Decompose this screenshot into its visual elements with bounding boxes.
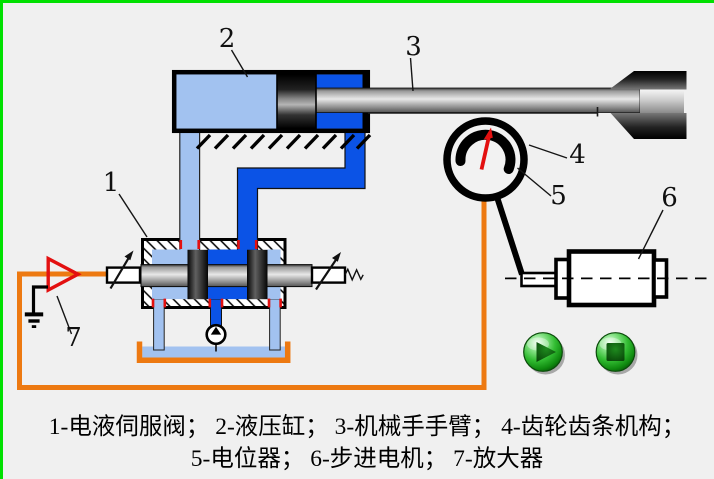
pipe-left [179, 130, 201, 252]
valve-actuator-right [310, 266, 347, 284]
gripper-jaw-bottom [610, 113, 687, 139]
leader-4 [528, 144, 568, 159]
pump-arrow [210, 326, 222, 335]
caption-line-2: 5-电位器； 6-步进电机； 7-放大器 [190, 446, 544, 472]
valve-arrow-left-head [124, 250, 134, 261]
callout-1: 1 [103, 168, 120, 198]
play-button[interactable] [523, 332, 565, 375]
border-top [0, 0, 714, 3]
valve-port-marks [151, 240, 282, 308]
border-left [0, 0, 3, 479]
caption-line-1: 1-电液伺服阀； 2-液压缸； 3-机械手手臂； 4-齿轮齿条机构； [48, 414, 686, 440]
rack-line [368, 107, 599, 117]
ground-lead [31, 285, 48, 313]
valve-drain-right [269, 298, 281, 351]
stop-icon [606, 343, 625, 361]
gripper-notch [640, 89, 684, 113]
valve-spool [140, 264, 313, 288]
amplifier-symbol [24, 255, 82, 328]
pinion-potentiometer-dial [443, 117, 528, 202]
leader-1 [118, 193, 148, 238]
dial-needle [479, 133, 492, 170]
dial-needle-head [483, 127, 493, 140]
callout-2: 2 [219, 24, 236, 54]
manipulator-arm [276, 71, 687, 139]
stepper-motor-assembly [493, 194, 713, 308]
tank-oil [142, 346, 286, 358]
valve-supply-pipe [210, 298, 222, 327]
leader-6 [637, 209, 664, 260]
amplifier-triangle [46, 255, 82, 293]
stop-button[interactable] [595, 332, 638, 375]
tank-wall [136, 341, 291, 363]
leader-7 [56, 295, 73, 335]
motor-shaft [520, 271, 558, 288]
callout-6: 6 [661, 183, 678, 213]
leader-3 [409, 57, 414, 92]
leader-2 [230, 49, 249, 78]
leader-5 [517, 167, 552, 197]
valve-drain-left [153, 298, 165, 351]
callout-3: 3 [405, 32, 422, 62]
callout-7: 7 [65, 323, 82, 353]
spool-land-right [247, 249, 268, 300]
piston-rod [314, 87, 641, 113]
cylinder-mount-hatch [195, 133, 372, 150]
piston [276, 73, 317, 130]
valve-arrow-left [109, 253, 132, 290]
callout-5: 5 [550, 181, 567, 211]
valve-actuator-left [105, 266, 142, 284]
motor-link [493, 194, 525, 276]
play-icon [536, 342, 556, 362]
oil-tank [136, 341, 291, 363]
callout-4: 4 [569, 140, 586, 170]
servo-valve-internals [105, 240, 364, 352]
spool-land-left [187, 249, 208, 300]
valve-arrow-right-head [332, 252, 341, 262]
gripper-jaw-top [610, 71, 687, 90]
valve-spring [344, 267, 364, 282]
callout-labels: 1 2 3 4 5 6 7 [56, 24, 678, 353]
valve-arrow-right [315, 255, 340, 291]
